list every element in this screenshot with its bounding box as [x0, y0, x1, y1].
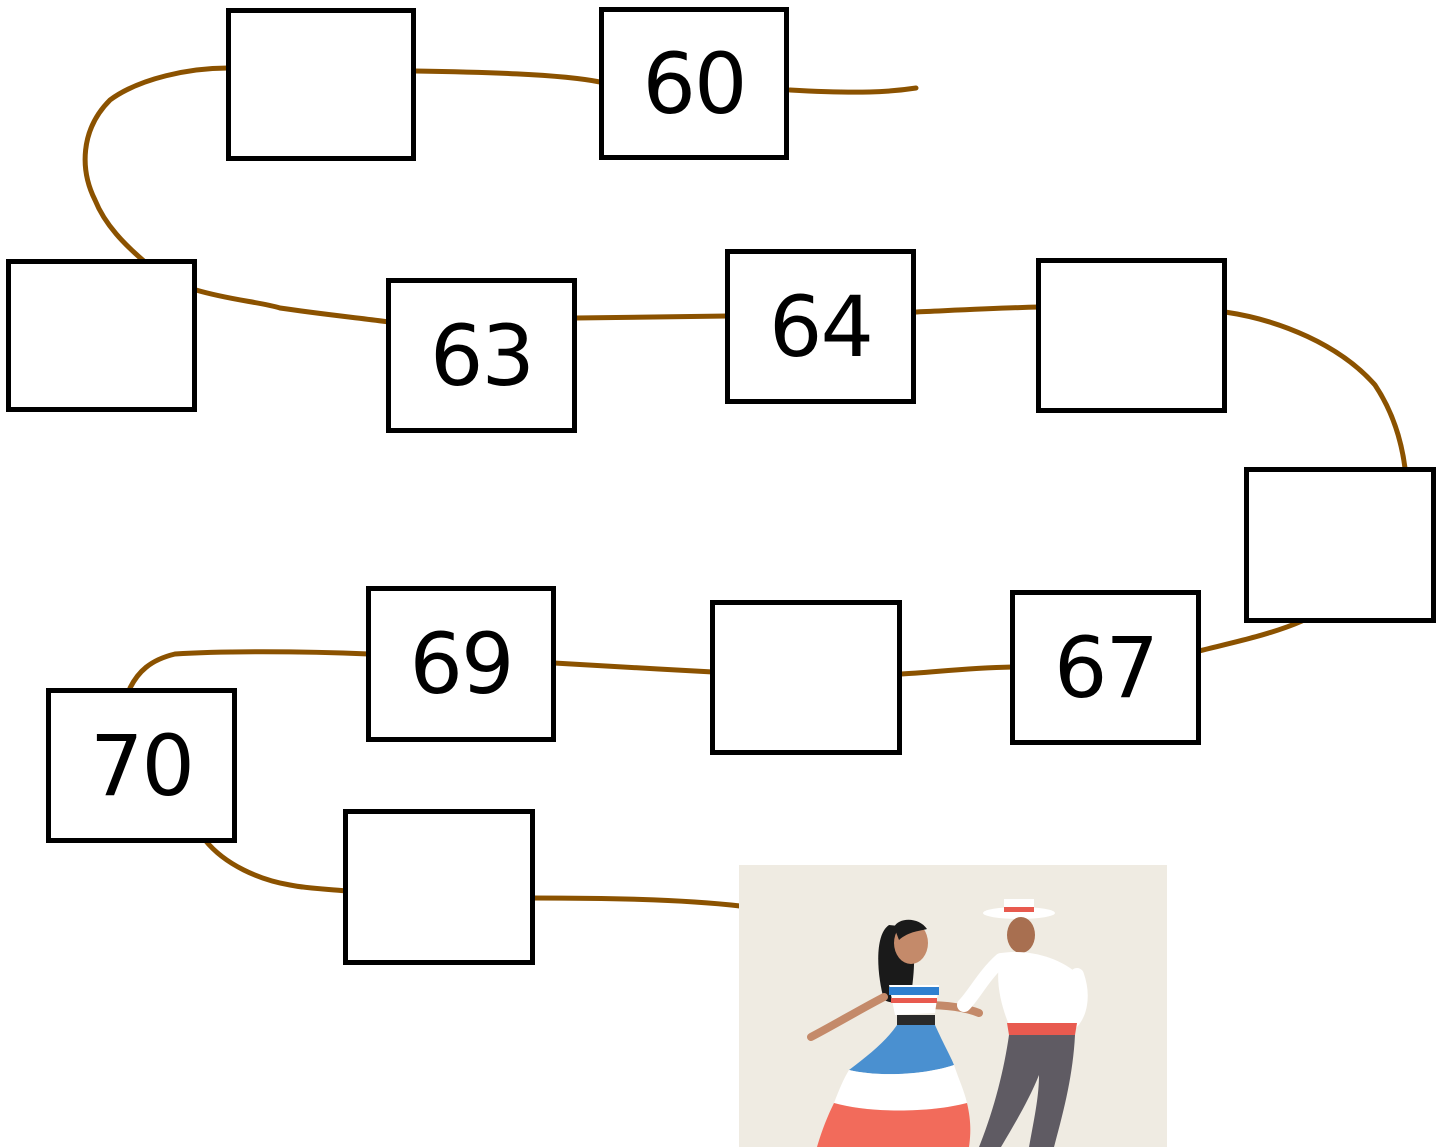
number-label: 64	[769, 277, 874, 376]
number-box-63: 63	[386, 278, 577, 433]
number-box-70: 70	[46, 688, 237, 843]
dancing-couple-icon	[739, 865, 1167, 1147]
number-label: 70	[90, 716, 195, 815]
number-box-blank[interactable]	[343, 809, 535, 965]
number-box-blank[interactable]	[1244, 467, 1436, 623]
number-box-blank[interactable]	[6, 259, 197, 412]
number-box-blank[interactable]	[710, 600, 902, 755]
number-label: 63	[430, 306, 535, 405]
number-box-blank[interactable]	[226, 8, 416, 161]
number-label: 60	[642, 34, 748, 133]
number-label: 67	[1054, 618, 1159, 717]
number-label: 69	[409, 615, 515, 713]
number-box-67: 67	[1010, 590, 1201, 745]
number-box-60: 60	[599, 7, 789, 160]
number-box-69: 69	[366, 586, 556, 742]
number-box-blank[interactable]	[1036, 258, 1227, 413]
dancing-couple-illustration	[739, 865, 1167, 1147]
number-box-64: 64	[725, 249, 916, 404]
